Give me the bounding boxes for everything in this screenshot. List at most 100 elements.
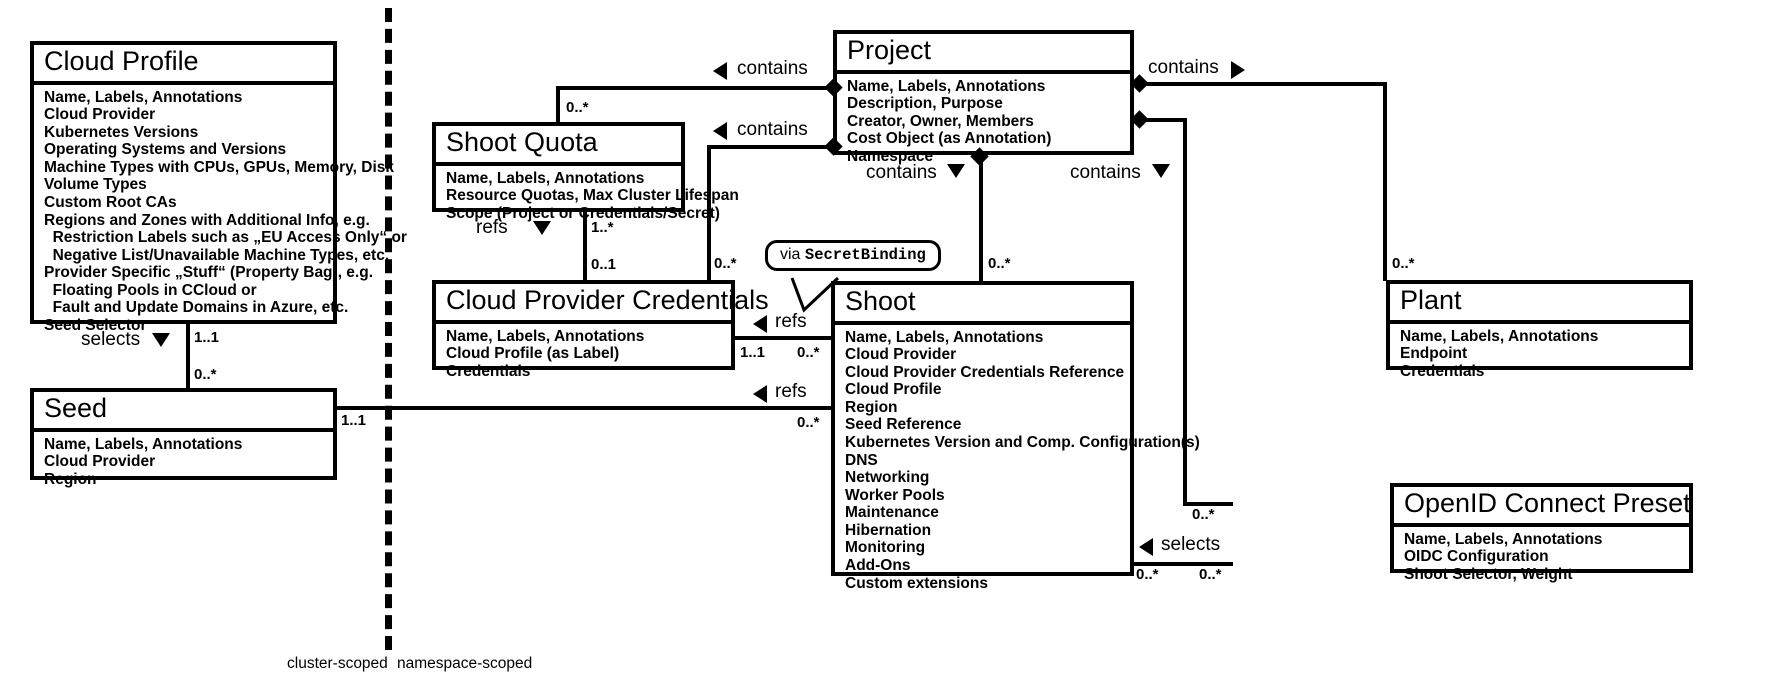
attribute: Operating Systems and Versions — [44, 141, 287, 159]
line-project-shoot — [979, 155, 983, 281]
entity-shoot-quota[interactable]: Shoot Quota Name, Labels, Annotations Re… — [432, 122, 739, 222]
attribute: Name, Labels, Annotations — [845, 328, 1044, 346]
mult-shoot-refs-seed-source: 1..1 — [341, 412, 367, 429]
note-code: SecretBinding — [804, 246, 926, 264]
mult-project-quota: 0..* — [566, 99, 589, 116]
note-leader-line — [790, 276, 840, 313]
entity-plant-attributes: Name, Labels, Annotations Endpoint Crede… — [1390, 324, 1689, 387]
entity-cloud-provider-credentials[interactable]: Cloud Provider Credentials Name, Labels,… — [432, 280, 769, 380]
attribute: Cloud Provider — [44, 453, 156, 471]
mult-oidc-selects-shoot-target: 0..* — [1199, 566, 1222, 583]
arrow-shoot-refs-credentials — [753, 315, 767, 333]
entity-shoot-quota-title: Shoot Quota — [436, 126, 681, 166]
entity-cloud-provider-credentials-title: Cloud Provider Credentials — [436, 284, 769, 324]
attribute: Seed Selector — [44, 317, 147, 335]
attribute: Volume Types — [44, 176, 147, 194]
attribute: Floating Pools in CCloud or — [44, 281, 257, 299]
note-prefix: via — [780, 246, 801, 263]
line-profile-seed — [186, 322, 190, 388]
attribute: Worker Pools — [845, 486, 945, 504]
entity-plant[interactable]: Plant Name, Labels, Annotations Endpoint… — [1386, 280, 1693, 380]
arrow-project-contains-plant — [1231, 61, 1245, 79]
arrow-project-contains-shoot — [947, 164, 965, 178]
line-shoot-credentials — [734, 336, 833, 340]
entity-shoot-attributes: Name, Labels, Annotations Cloud Provider… — [835, 325, 1200, 599]
mult-oidc-selects-shoot-source: 0..* — [1136, 566, 1159, 583]
mult-project-plant: 0..* — [1392, 255, 1415, 272]
line-quota-credentials — [583, 212, 587, 280]
entity-seed-title: Seed — [34, 392, 333, 432]
attribute: Networking — [845, 469, 930, 487]
line-project-oidc-h2 — [1183, 502, 1233, 506]
attribute: Cloud Provider — [44, 106, 156, 124]
mult-profile-selects-seed-source: 1..1 — [194, 329, 220, 346]
relation-label-profile-selects-seed: selects — [81, 329, 141, 350]
arrow-project-contains-quota — [713, 62, 727, 80]
attribute: Add-Ons — [845, 557, 911, 575]
caption-namespace-scoped: namespace-scoped — [397, 655, 533, 672]
attribute: Negative List/Unavailable Machine Types,… — [44, 246, 390, 264]
entity-project-title: Project — [837, 34, 1130, 74]
attribute: Custom Root CAs — [44, 194, 177, 211]
line-project-oidc-h1 — [1139, 118, 1187, 122]
attribute: Cloud Provider Credentials Reference — [845, 363, 1125, 381]
attribute: Region — [44, 470, 97, 488]
attribute: Cloud Profile (as Label) — [446, 345, 620, 363]
attribute: Kubernetes Version and Comp. Configurati… — [845, 434, 1200, 451]
attribute: Name, Labels, Annotations — [446, 327, 645, 345]
relation-label-oidc-selects-shoot: selects — [1161, 534, 1221, 555]
attribute: Cloud Profile — [845, 381, 942, 399]
entity-project[interactable]: Project Name, Labels, Annotations Descri… — [833, 30, 1134, 165]
attribute: Name, Labels, Annotations — [44, 435, 243, 453]
line-oidc-shoot — [1131, 562, 1233, 566]
mult-shoot-refs-credentials-target: 0..* — [797, 344, 820, 361]
relation-label-project-contains-shoot: contains — [866, 162, 937, 183]
mult-shoot-refs-seed-target: 0..* — [797, 414, 820, 431]
attribute: Endpoint — [1400, 345, 1468, 363]
attribute: Restriction Labels such as „EU Access On… — [44, 229, 407, 247]
attribute: Region — [845, 398, 898, 416]
arrow-profile-selects-seed — [152, 333, 170, 347]
entity-cloud-profile[interactable]: Cloud Profile Name, Labels, Annotations … — [30, 41, 407, 334]
mult-project-shoot: 0..* — [988, 255, 1011, 272]
attribute: Namespace — [847, 147, 934, 165]
entity-shoot[interactable]: Shoot Name, Labels, Annotations Cloud Pr… — [831, 281, 1200, 592]
entity-seed-attributes: Name, Labels, Annotations Cloud Provider… — [34, 432, 333, 495]
arrow-project-contains-oidc — [1152, 164, 1170, 178]
relation-label-project-contains-quota: contains — [737, 58, 808, 79]
entity-cloud-profile-title: Cloud Profile — [34, 45, 333, 85]
relation-label-project-contains-credentials: contains — [737, 119, 808, 140]
attribute: Cloud Provider — [845, 346, 957, 364]
entity-oidc-preset[interactable]: OpenID Connect Preset Name, Labels, Anno… — [1390, 483, 1693, 583]
line-project-plant-h — [1139, 82, 1387, 86]
attribute: Credentials — [446, 362, 531, 380]
line-project-oidc-v2 — [1183, 118, 1187, 506]
arrow-project-contains-credentials — [713, 122, 727, 140]
entity-shoot-quota-attributes: Name, Labels, Annotations Resource Quota… — [436, 166, 739, 229]
attribute: Provider Specific „Stuff“ (Property Bag)… — [44, 264, 374, 282]
attribute: Creator, Owner, Members — [847, 112, 1034, 130]
attribute: Name, Labels, Annotations — [1404, 530, 1603, 548]
note-secret-binding: via SecretBinding — [765, 240, 941, 271]
attribute: Name, Labels, Annotations — [446, 169, 645, 187]
scope-divider — [385, 8, 392, 650]
line-project-plant-v2 — [1383, 82, 1387, 281]
mult-quota-refs-credentials-source: 1..* — [591, 219, 614, 236]
line-project-credentials-h — [707, 145, 834, 149]
attribute: Seed Reference — [845, 416, 962, 434]
line-project-credentials-v — [707, 145, 711, 282]
attribute: Maintenance — [845, 504, 939, 522]
arrow-oidc-selects-shoot — [1139, 538, 1153, 556]
entity-seed[interactable]: Seed Name, Labels, Annotations Cloud Pro… — [30, 388, 337, 488]
mult-project-credentials: 0..* — [714, 255, 737, 272]
attribute: Name, Labels, Annotations — [1400, 327, 1599, 345]
attribute: Scope (Project or Credentials/Secret) — [446, 204, 720, 222]
attribute: Name, Labels, Annotations — [44, 88, 243, 106]
relation-label-project-contains-plant: contains — [1148, 57, 1219, 78]
attribute: Description, Purpose — [847, 95, 1003, 113]
attribute: Credentials — [1400, 362, 1485, 380]
attribute: Shoot Selector, Weight — [1404, 565, 1573, 583]
mult-quota-refs-credentials-target: 0..1 — [591, 256, 617, 273]
mult-project-oidc: 0..* — [1192, 506, 1215, 523]
